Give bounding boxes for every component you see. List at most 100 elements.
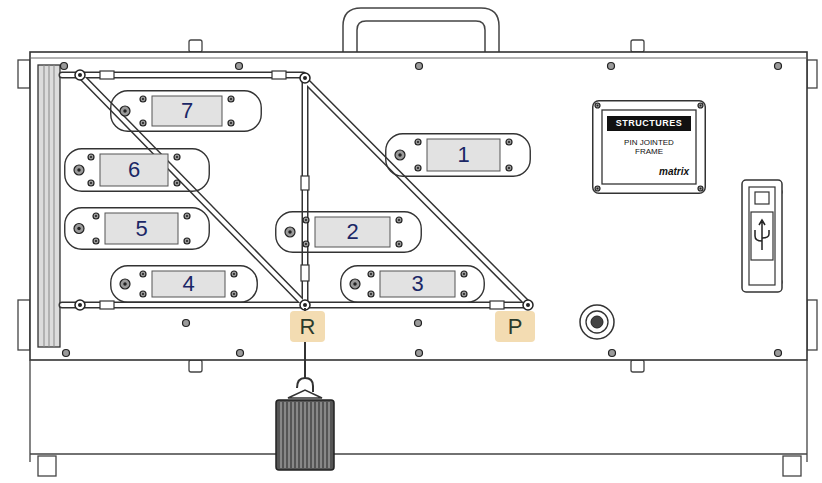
- label-window: 2: [315, 217, 390, 247]
- stand: [30, 360, 807, 462]
- name-plate: STRUCTURES PIN JOINTED FRAME matrix: [592, 100, 706, 194]
- screw-centre: [77, 168, 81, 172]
- load-cell-plate: 4: [110, 265, 258, 303]
- screw: [88, 180, 94, 186]
- knob: [631, 360, 644, 372]
- support-bar: [38, 65, 60, 347]
- panel-edge: [30, 58, 807, 59]
- label-window: [427, 139, 500, 171]
- dial: [580, 305, 614, 339]
- screw: [609, 350, 616, 357]
- pin: [300, 73, 310, 83]
- member-end: [301, 176, 309, 190]
- screw-centre: [353, 282, 357, 286]
- member: [305, 80, 528, 304]
- screw: [698, 103, 703, 108]
- dial: [586, 311, 608, 333]
- screw: [88, 154, 94, 160]
- back-panel: [30, 52, 807, 360]
- pin: [75, 70, 85, 80]
- node-letter: P: [508, 316, 523, 338]
- screw: [775, 63, 782, 70]
- screw: [416, 350, 423, 357]
- screws: [61, 63, 783, 357]
- pin-centre: [303, 303, 307, 307]
- screw: [237, 350, 244, 357]
- label-window: [380, 271, 455, 297]
- screw: [74, 224, 84, 234]
- screw-centre: [176, 156, 178, 158]
- member: [62, 303, 528, 307]
- screw-centre: [398, 243, 400, 245]
- label-window: 7: [152, 96, 222, 126]
- pin-centres: [78, 73, 530, 307]
- screw-centre: [463, 293, 465, 295]
- handle: [343, 8, 499, 52]
- product-name: PIN JOINTED FRAME: [616, 139, 682, 157]
- screw: [368, 291, 374, 297]
- hanger: [288, 390, 322, 398]
- screw: [595, 103, 600, 108]
- usb-port: [755, 192, 769, 204]
- name-plate-outline: [593, 101, 706, 194]
- screw: [231, 291, 237, 297]
- side-tab: [807, 60, 817, 88]
- tag-body: R: [290, 311, 325, 342]
- screw-centre: [90, 156, 92, 158]
- name-plate-window: [602, 110, 696, 184]
- label-window: [152, 271, 225, 297]
- screw-centre: [597, 188, 599, 190]
- screw: [303, 217, 309, 223]
- screw-centre: [233, 273, 235, 275]
- node-letter: R: [300, 316, 316, 338]
- screw-centre: [142, 98, 144, 100]
- usb-icon: [755, 220, 769, 250]
- screw: [461, 271, 467, 277]
- load-cell-plate: 3: [340, 265, 485, 303]
- member-end: [301, 265, 309, 281]
- callout-number: 7: [181, 100, 193, 122]
- screw-centre: [142, 273, 144, 275]
- screw-centre: [417, 141, 419, 143]
- screw-centre: [700, 105, 702, 107]
- pin-centre: [303, 76, 307, 80]
- load-cell-plate: 1: [385, 133, 531, 177]
- screw-centre: [370, 293, 372, 295]
- label-window: [152, 96, 222, 126]
- screw-centre: [417, 167, 419, 169]
- screw: [395, 150, 405, 160]
- maker-logo-area: matrix: [607, 164, 689, 178]
- brand-banner-area: STRUCTURES: [607, 116, 691, 131]
- weight-discs: [281, 402, 329, 468]
- screw: [506, 139, 512, 145]
- screw-centre: [123, 282, 127, 286]
- screw: [350, 279, 360, 289]
- screw: [93, 213, 99, 219]
- weight-stack: [276, 400, 334, 470]
- screw-centre: [230, 98, 232, 100]
- screw-centre: [142, 293, 144, 295]
- usb-housing: [749, 187, 775, 285]
- screw: [506, 165, 512, 171]
- maker-logo: matrix: [659, 166, 689, 177]
- screw-centre: [398, 219, 400, 221]
- screw: [140, 271, 146, 277]
- foot: [783, 456, 801, 476]
- screw: [140, 291, 146, 297]
- callout-number: 3: [411, 273, 423, 295]
- handle: [357, 21, 485, 52]
- pins: [75, 70, 533, 310]
- screw: [595, 186, 600, 191]
- load-cell-plate: 2: [275, 211, 422, 253]
- screw: [416, 63, 423, 70]
- usb-panel: [751, 212, 773, 260]
- plate-outline: [111, 266, 258, 303]
- member-end: [100, 301, 114, 309]
- truss: [62, 71, 528, 309]
- plate-outline: [386, 134, 531, 177]
- screw: [174, 154, 180, 160]
- callout-number: 4: [182, 273, 194, 295]
- label-window: 5: [105, 213, 178, 244]
